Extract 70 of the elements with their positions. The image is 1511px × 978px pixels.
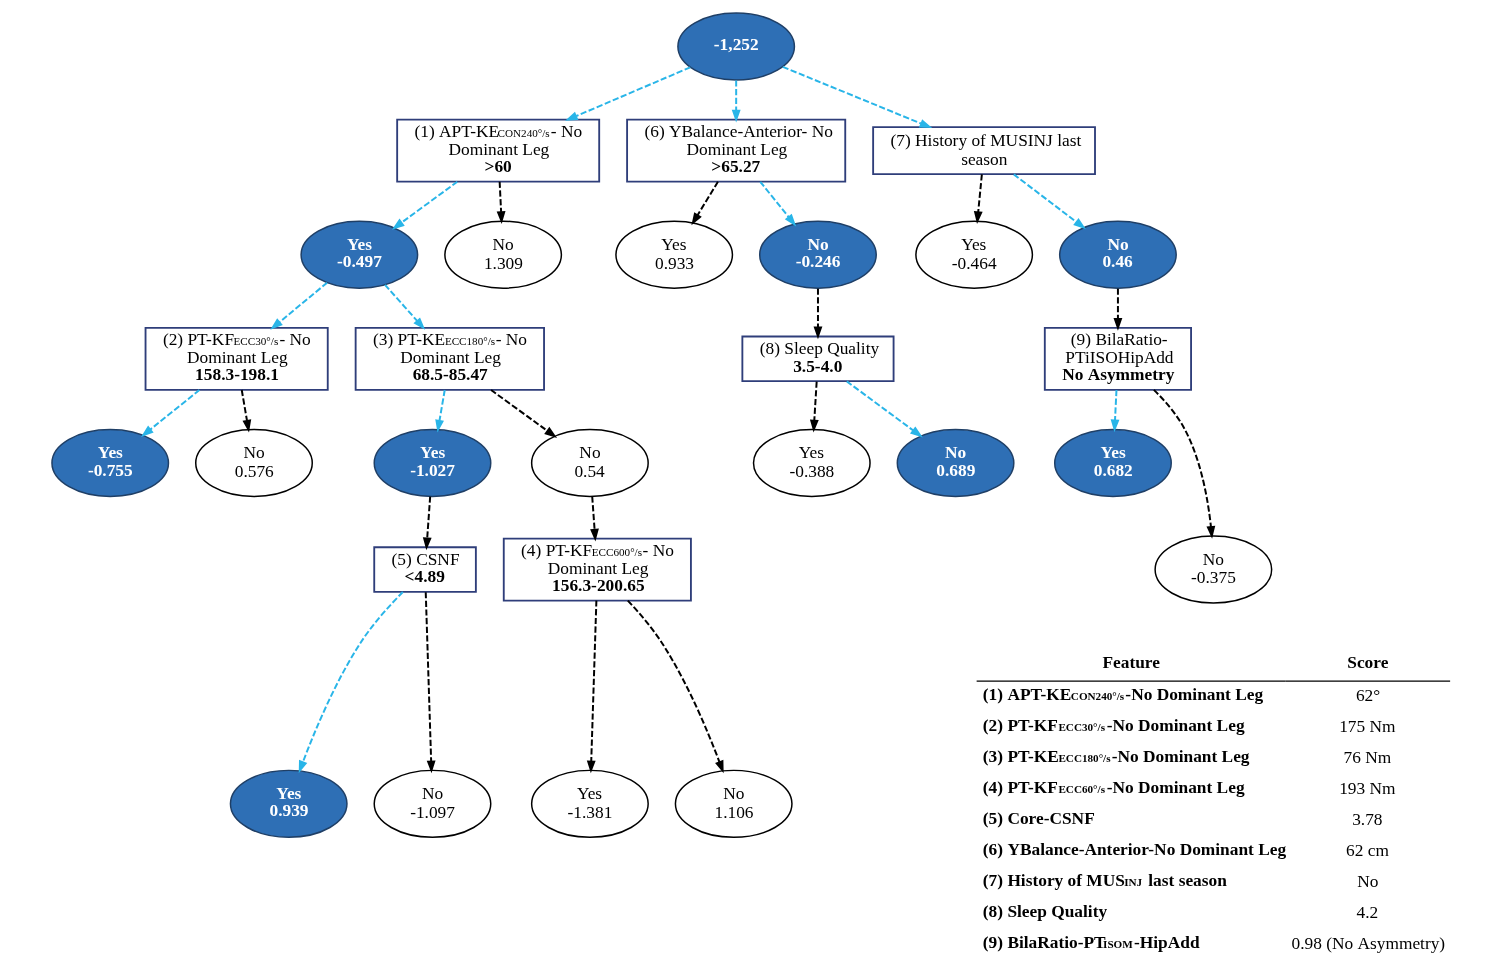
arrow [140, 389, 200, 437]
node-ellipse: No -0.246 [758, 220, 877, 289]
arrow [564, 66, 691, 121]
arrow [781, 65, 932, 129]
label: Feature [1101, 652, 1160, 672]
arrow [626, 599, 724, 774]
arrow [758, 180, 796, 227]
node-box: (7) History of MUSINJ last season [871, 126, 1096, 176]
arrow [1110, 389, 1119, 433]
arrow [434, 389, 446, 433]
label: (2) PT-KFECC30°/s-No Dominant Leg [982, 715, 1245, 735]
node-ellipse: No 1.106 [674, 769, 793, 839]
arrow [489, 389, 557, 438]
label: (6) YBalance-Anterior-No Dominant Leg [982, 839, 1286, 859]
label: (5) Core-CSNF [982, 808, 1095, 828]
node-ellipse: -1,252 [676, 12, 795, 81]
node-ellipse: No -0.375 [1153, 535, 1272, 604]
label: 76 Nm [1343, 748, 1391, 768]
arrow [809, 380, 819, 433]
arrow [391, 180, 458, 230]
node-box: (2) PT-KFECC30°/s- No Dominant Leg 158.3-198.1 [144, 326, 329, 391]
node-ellipse: Yes -1.381 [530, 769, 649, 839]
label: 3.78 [1351, 810, 1383, 830]
node-ellipse: Yes -0.464 [914, 220, 1033, 289]
node-box: (8) Sleep Quality 3.5-4.0 [740, 335, 894, 383]
arrow [690, 180, 719, 226]
label: (1) APT-KECON240°/s-No Dominant Leg [982, 684, 1263, 704]
label: 4.2 [1356, 903, 1378, 923]
label: (8) Sleep Quality [982, 901, 1107, 921]
arrow [1113, 287, 1122, 331]
label: 193 Nm [1338, 779, 1396, 799]
node-box: (3) PT-KEECC180°/s- No Dominant Leg 68.5-85.47 [354, 326, 545, 391]
label: 62 cm [1345, 841, 1389, 861]
arrow [269, 281, 328, 330]
node-ellipse: No 1.309 [443, 220, 562, 289]
label: 175 Nm [1338, 717, 1396, 737]
arrow [1012, 173, 1086, 230]
node-box: (9) BilaRatio- PTiISOHipAdd No Asymmetry [1043, 326, 1192, 391]
node-ellipse: Yes 0.682 [1053, 428, 1172, 498]
arrow [973, 173, 983, 224]
arrow [589, 495, 599, 542]
arrow [383, 283, 425, 330]
label: 0.98 (No Asymmetry) [1290, 934, 1445, 954]
node-ellipse: Yes -0.755 [50, 428, 169, 498]
label: Score [1346, 652, 1388, 672]
arrow [422, 495, 432, 551]
arrow [813, 287, 822, 340]
node-ellipse: Yes 0.939 [229, 769, 348, 839]
node-ellipse: Yes -1.027 [373, 428, 491, 498]
node-box: (4) PT-KFECC600°/s- No Dominant Leg 156.3-200.65 [502, 537, 692, 602]
label: 62° [1355, 686, 1380, 706]
label: (4) PT-KFECC60°/s-No Dominant Leg [982, 777, 1245, 797]
arrow [731, 79, 741, 123]
node-ellipse: No -1.097 [373, 769, 491, 839]
arrow [845, 380, 923, 438]
label: No [1356, 872, 1378, 892]
arrow [1152, 388, 1215, 539]
arrow [424, 591, 436, 774]
arrow [496, 180, 505, 224]
arrow [586, 599, 597, 774]
node-box: (1) APT-KECON240°/s- No Dominant Leg >60 [395, 118, 600, 183]
node-ellipse: Yes -0.388 [752, 428, 871, 498]
node-box: (5) CSNF <4.89 [372, 546, 477, 593]
node-box: (6) YBalance-Anterior- No Dominant Leg >65.27 [625, 118, 846, 183]
node-ellipse: Yes 0.933 [614, 220, 733, 289]
node-ellipse: No 0.576 [194, 428, 313, 498]
label: (7) History of MUSINJ last season [982, 870, 1227, 890]
arrow [240, 389, 251, 433]
label: (3) PT-KEECC180°/s-No Dominant Leg [982, 746, 1250, 766]
arrow [298, 591, 404, 774]
